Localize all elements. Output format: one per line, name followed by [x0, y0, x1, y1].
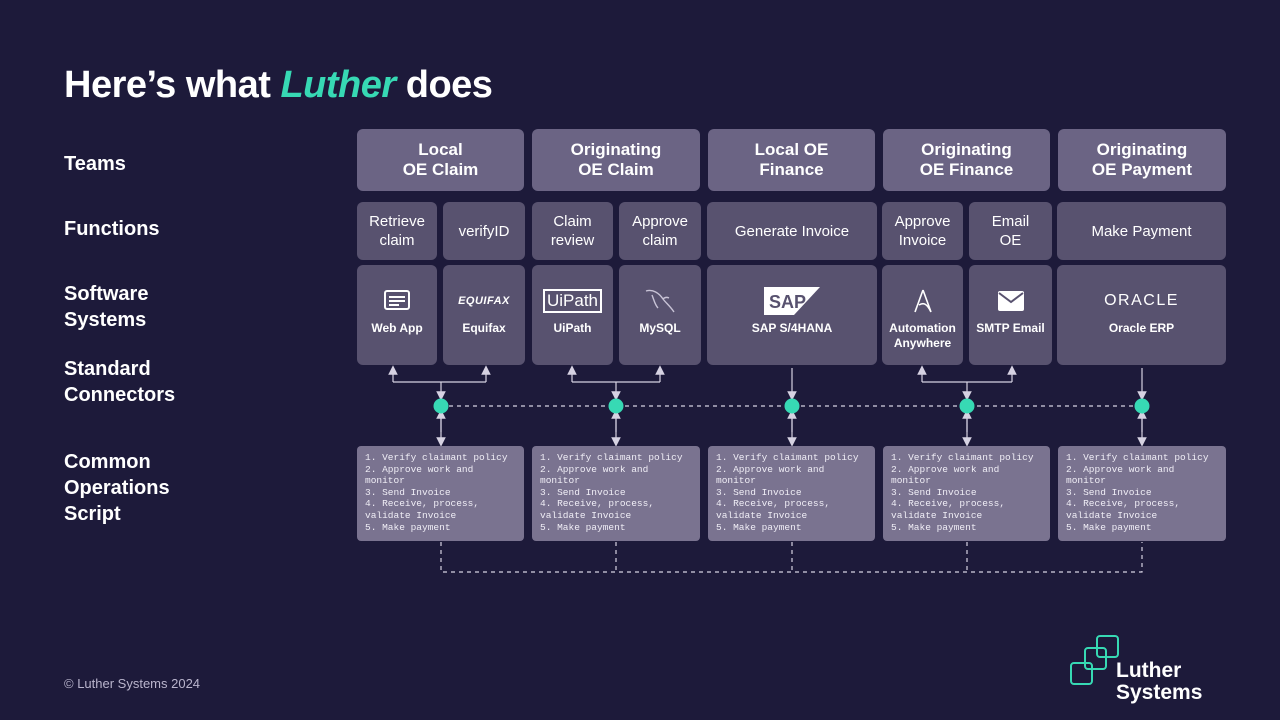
row-label-functions: Functions	[64, 218, 160, 240]
software-equifax: EQUIFAX Equifax	[443, 265, 525, 365]
team-box: Originating OE Claim	[532, 129, 700, 191]
row-label-script: Common Operations Script	[64, 451, 170, 525]
software-smtp-email: SMTP Email	[969, 265, 1052, 365]
function-box: Approve claim	[619, 202, 701, 260]
brand-wordmark: Luther Systems	[1116, 659, 1203, 704]
connector-node	[1134, 398, 1150, 414]
web-app-icon	[384, 285, 410, 317]
operations-script-box: 1. Verify claimant policy 2. Approve wor…	[708, 446, 875, 541]
luther-systems-logo-icon	[1070, 635, 1119, 685]
row-label-software: Software Systems	[64, 283, 149, 331]
equifax-logo: EQUIFAX	[458, 295, 510, 307]
sap-logo: SAP	[764, 285, 820, 317]
software-uipath: UiPath UiPath	[532, 265, 613, 365]
software-sap: SAP SAP S/4HANA	[707, 265, 877, 365]
svg-text:SAP: SAP	[769, 292, 806, 312]
page-title: Here’s what Luther does	[64, 64, 493, 106]
connector-node	[433, 398, 449, 414]
mail-icon	[997, 285, 1024, 317]
operations-script-box: 1. Verify claimant policy 2. Approve wor…	[883, 446, 1050, 541]
software-mysql: MySQL	[619, 265, 701, 365]
software-name: MySQL	[639, 321, 681, 335]
function-box: Make Payment	[1057, 202, 1226, 260]
operations-script-box: 1. Verify claimant policy 2. Approve wor…	[357, 446, 524, 541]
software-name: Automation Anywhere	[889, 321, 956, 350]
row-label-connectors: Standard Connectors	[64, 358, 176, 406]
function-box: verifyID	[443, 202, 525, 260]
software-automation-anywhere: Automation Anywhere	[882, 265, 963, 365]
title-accent: Luther	[280, 64, 396, 106]
team-box: Originating OE Payment	[1058, 129, 1226, 191]
connector-node	[959, 398, 975, 414]
automation-anywhere-icon	[912, 285, 934, 317]
software-oracle: ORACLE Oracle ERP	[1057, 265, 1226, 365]
team-box: Originating OE Finance	[883, 129, 1050, 191]
software-name: SMTP Email	[976, 321, 1045, 335]
software-name: SAP S/4HANA	[751, 321, 833, 335]
copyright-text: © Luther Systems 2024	[64, 676, 201, 691]
team-box: Local OE Claim	[357, 129, 524, 191]
function-box: Generate Invoice	[707, 202, 877, 260]
software-web-app: Web App	[357, 265, 437, 365]
software-name: Equifax	[462, 321, 506, 335]
software-name: Oracle ERP	[1108, 321, 1175, 335]
row-label-teams: Teams	[64, 153, 126, 175]
mysql-dolphin-icon	[643, 285, 677, 317]
team-box: Local OE Finance	[708, 129, 875, 191]
uipath-logo: UiPath	[542, 285, 603, 317]
function-box: Approve Invoice	[882, 202, 963, 260]
function-box: Retrieve claim	[357, 202, 437, 260]
software-name: UiPath	[553, 321, 592, 335]
function-box: Email OE	[969, 202, 1052, 260]
oracle-logo: ORACLE	[1104, 292, 1179, 309]
function-box: Claim review	[532, 202, 613, 260]
connector-node	[784, 398, 800, 414]
operations-script-box: 1. Verify claimant policy 2. Approve wor…	[1058, 446, 1226, 541]
software-name: Web App	[371, 321, 423, 335]
connector-node	[608, 398, 624, 414]
operations-script-box: 1. Verify claimant policy 2. Approve wor…	[532, 446, 700, 541]
